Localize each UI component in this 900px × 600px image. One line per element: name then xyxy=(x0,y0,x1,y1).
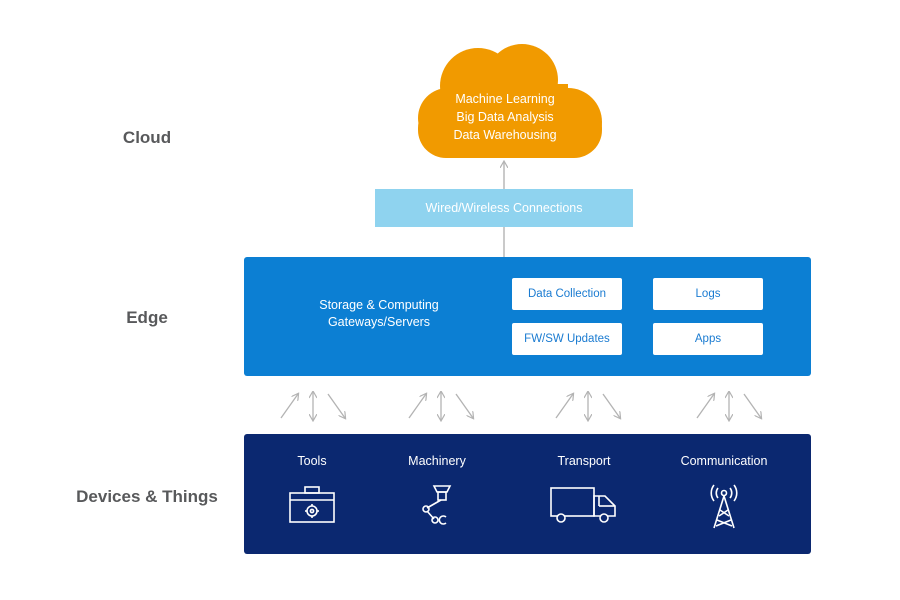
arrow-down-right-0 xyxy=(327,393,345,418)
edge-main-line-gateways: Gateways/Servers xyxy=(327,315,431,329)
arrow-down-right-1 xyxy=(455,393,473,418)
antenna-tower-icon xyxy=(710,484,738,529)
edge-main-text: Storage & Computing Gateways/Servers xyxy=(304,297,454,331)
device-label-tools: Tools xyxy=(297,454,327,468)
truck-icon xyxy=(550,487,616,523)
device-label-communication: Communication xyxy=(680,454,768,468)
layer-label-edge: Edge xyxy=(126,308,168,327)
arrow-up-right-2 xyxy=(555,394,573,419)
layer-label-devices: Devices & Things xyxy=(76,487,218,506)
device-transport: Transport xyxy=(524,454,644,524)
robot-arm-icon xyxy=(422,485,452,525)
device-label-machinery: Machinery xyxy=(408,454,466,468)
device-communication: Communication xyxy=(664,454,784,530)
connection-bar: Wired/Wireless Connections xyxy=(375,189,633,227)
chip-data-collection: Data Collection xyxy=(512,278,622,310)
arrow-up-right-0 xyxy=(280,394,298,419)
arrow-up-right-3 xyxy=(696,394,714,419)
edge-box: Storage & Computing Gateways/Servers Dat… xyxy=(244,257,811,376)
cloud-item-machine-learning: Machine Learning xyxy=(455,92,555,106)
chip-apps: Apps xyxy=(653,323,763,355)
arrow-down-right-3 xyxy=(743,393,761,418)
arrow-up-right-1 xyxy=(408,394,426,419)
cloud-shape xyxy=(418,44,602,158)
chip-logs: Logs xyxy=(653,278,763,310)
layer-label-cloud: Cloud xyxy=(122,128,172,147)
chip-fw-sw-updates: FW/SW Updates xyxy=(512,323,622,355)
cloud-item-data-warehousing: Data Warehousing xyxy=(453,128,557,142)
connection-label: Wired/Wireless Connections xyxy=(425,201,583,215)
device-machinery: Machinery xyxy=(377,454,497,526)
device-label-transport: Transport xyxy=(557,454,611,468)
device-tools: Tools xyxy=(252,454,372,524)
edge-main-line-storage: Storage & Computing xyxy=(319,298,439,312)
arrow-down-right-2 xyxy=(602,393,620,418)
cloud-item-big-data-analysis: Big Data Analysis xyxy=(456,110,554,124)
devices-box: Tools Machinery xyxy=(244,434,811,554)
toolbox-icon xyxy=(289,486,335,523)
